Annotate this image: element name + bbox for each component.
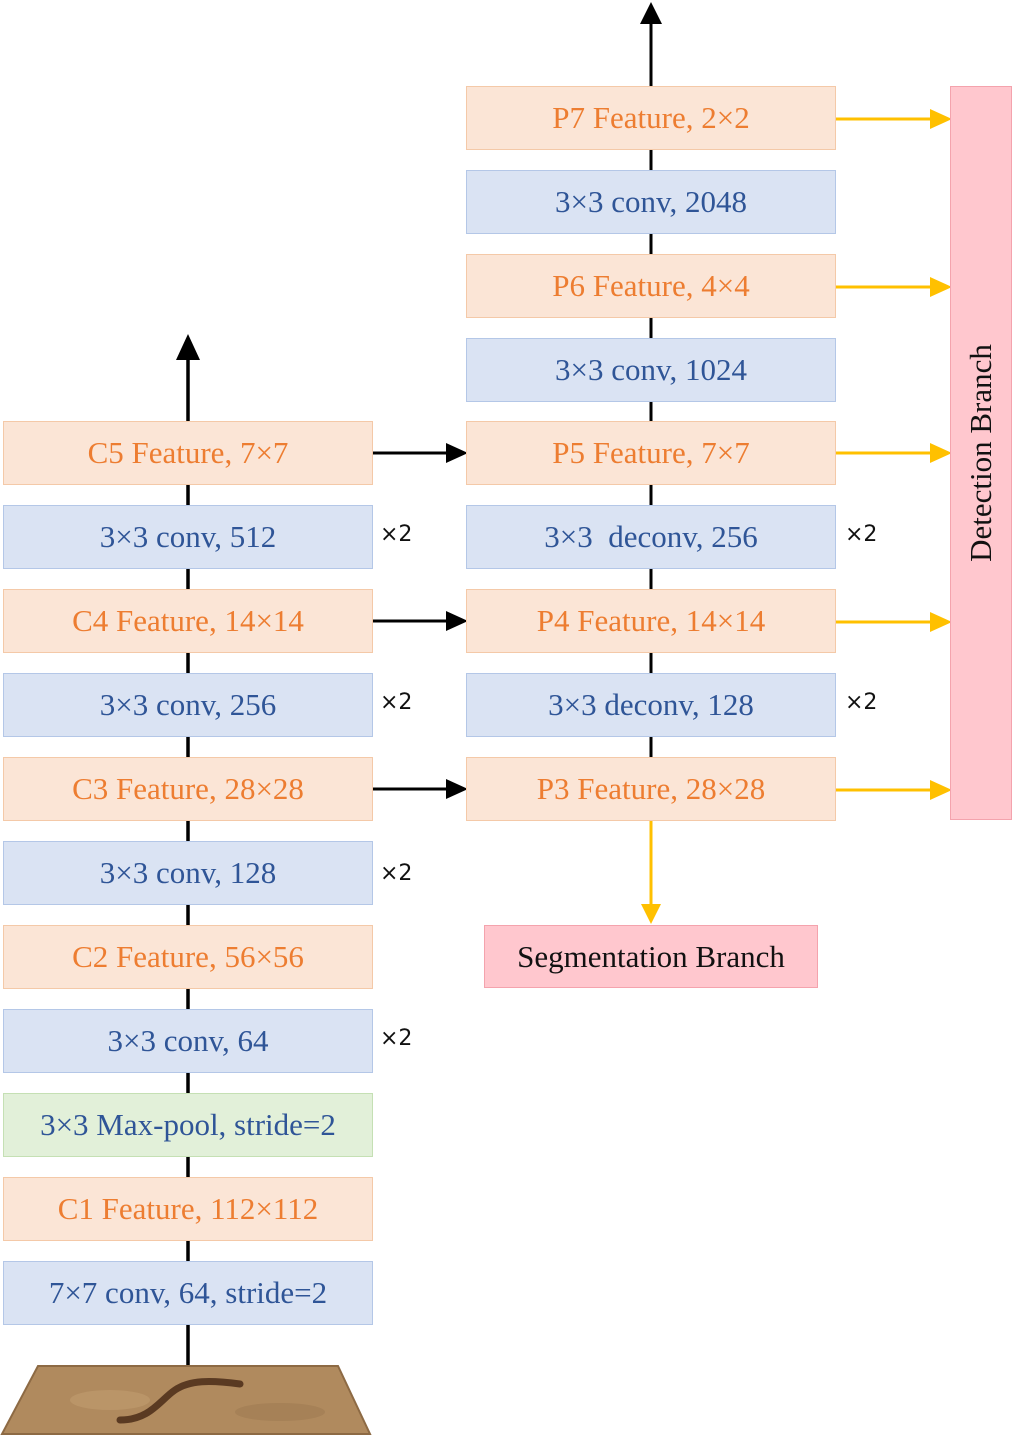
conv128-block: 3×3 conv, 128 xyxy=(3,841,373,905)
conv64-block: 3×3 conv, 64 xyxy=(3,1009,373,1073)
maxpool-block: 3×3 Max-pool, stride=2 xyxy=(3,1093,373,1157)
segmentation-branch-block: Segmentation Branch xyxy=(484,925,818,988)
repeat-marker: ×2 xyxy=(380,1026,413,1051)
repeat-marker: ×2 xyxy=(380,522,413,547)
repeat-marker: ×2 xyxy=(845,522,878,547)
p4-feature-block: P4 Feature, 14×14 xyxy=(466,589,836,653)
repeat-marker: ×2 xyxy=(380,690,413,715)
detection-arrows xyxy=(836,109,952,800)
p3-feature-block: P3 Feature, 28×28 xyxy=(466,757,836,821)
input-image xyxy=(0,1365,372,1435)
conv1024-block: 3×3 conv, 1024 xyxy=(466,338,836,402)
backbone-up-arrowhead xyxy=(176,334,200,360)
c5-feature-block: C5 Feature, 7×7 xyxy=(3,421,373,485)
repeat-marker: ×2 xyxy=(380,861,413,886)
pyramid-up-arrowhead xyxy=(640,2,662,24)
c2-feature-block: C2 Feature, 56×56 xyxy=(3,925,373,989)
repeat-marker: ×2 xyxy=(845,690,878,715)
c4-feature-block: C4 Feature, 14×14 xyxy=(3,589,373,653)
detection-branch-block: Detection Branch xyxy=(950,86,1012,820)
conv7x7-block: 7×7 conv, 64, stride=2 xyxy=(3,1261,373,1325)
p7-feature-block: P7 Feature, 2×2 xyxy=(466,86,836,150)
deconv128-block: 3×3 deconv, 128 xyxy=(466,673,836,737)
deconv256-block: 3×3 deconv, 256 xyxy=(466,505,836,569)
c3-feature-block: C3 Feature, 28×28 xyxy=(3,757,373,821)
conv256-block: 3×3 conv, 256 xyxy=(3,673,373,737)
c1-feature-block: C1 Feature, 112×112 xyxy=(3,1177,373,1241)
conv512-block: 3×3 conv, 512 xyxy=(3,505,373,569)
detection-branch-label: Detection Branch xyxy=(963,344,998,562)
p6-feature-block: P6 Feature, 4×4 xyxy=(466,254,836,318)
p5-feature-block: P5 Feature, 7×7 xyxy=(466,421,836,485)
conv2048-block: 3×3 conv, 2048 xyxy=(466,170,836,234)
